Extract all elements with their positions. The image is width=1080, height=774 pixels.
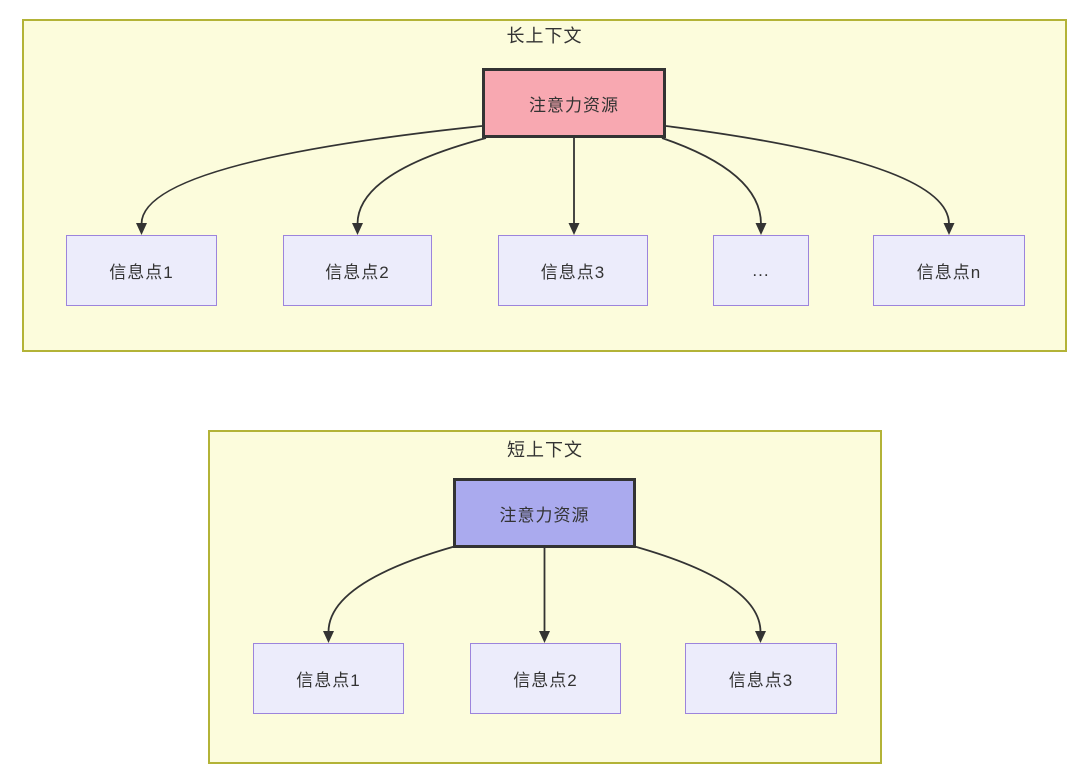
info-node-short-2-label: 信息点2 [513, 671, 578, 690]
info-node-long-ellipsis: ... [713, 235, 809, 306]
info-node-short-1-label: 信息点1 [296, 671, 361, 690]
info-node-long-n-label: 信息点n [916, 263, 982, 282]
info-node-short-1: 信息点1 [253, 643, 404, 714]
long-context-title: 长上下文 [506, 26, 583, 46]
attention-box-short-label: 注意力资源 [499, 505, 590, 525]
attention-box-long: 注意力资源 [482, 68, 666, 138]
info-node-long-3: 信息点3 [498, 235, 648, 306]
info-node-long-n: 信息点n [873, 235, 1025, 306]
info-node-short-3-label: 信息点3 [728, 671, 794, 690]
info-node-long-3-label: 信息点3 [540, 263, 606, 282]
attention-box-short: 注意力资源 [453, 478, 636, 548]
info-node-long-ellipsis-label: ... [752, 260, 770, 280]
info-node-long-1: 信息点1 [66, 235, 217, 306]
info-node-short-2: 信息点2 [470, 643, 621, 714]
info-node-long-2-label: 信息点2 [325, 263, 390, 282]
info-node-short-3: 信息点3 [685, 643, 837, 714]
info-node-long-1-label: 信息点1 [109, 263, 174, 282]
short-context-title: 短上下文 [507, 440, 583, 460]
info-node-long-2: 信息点2 [283, 235, 432, 306]
attention-box-long-label: 注意力资源 [529, 95, 619, 115]
